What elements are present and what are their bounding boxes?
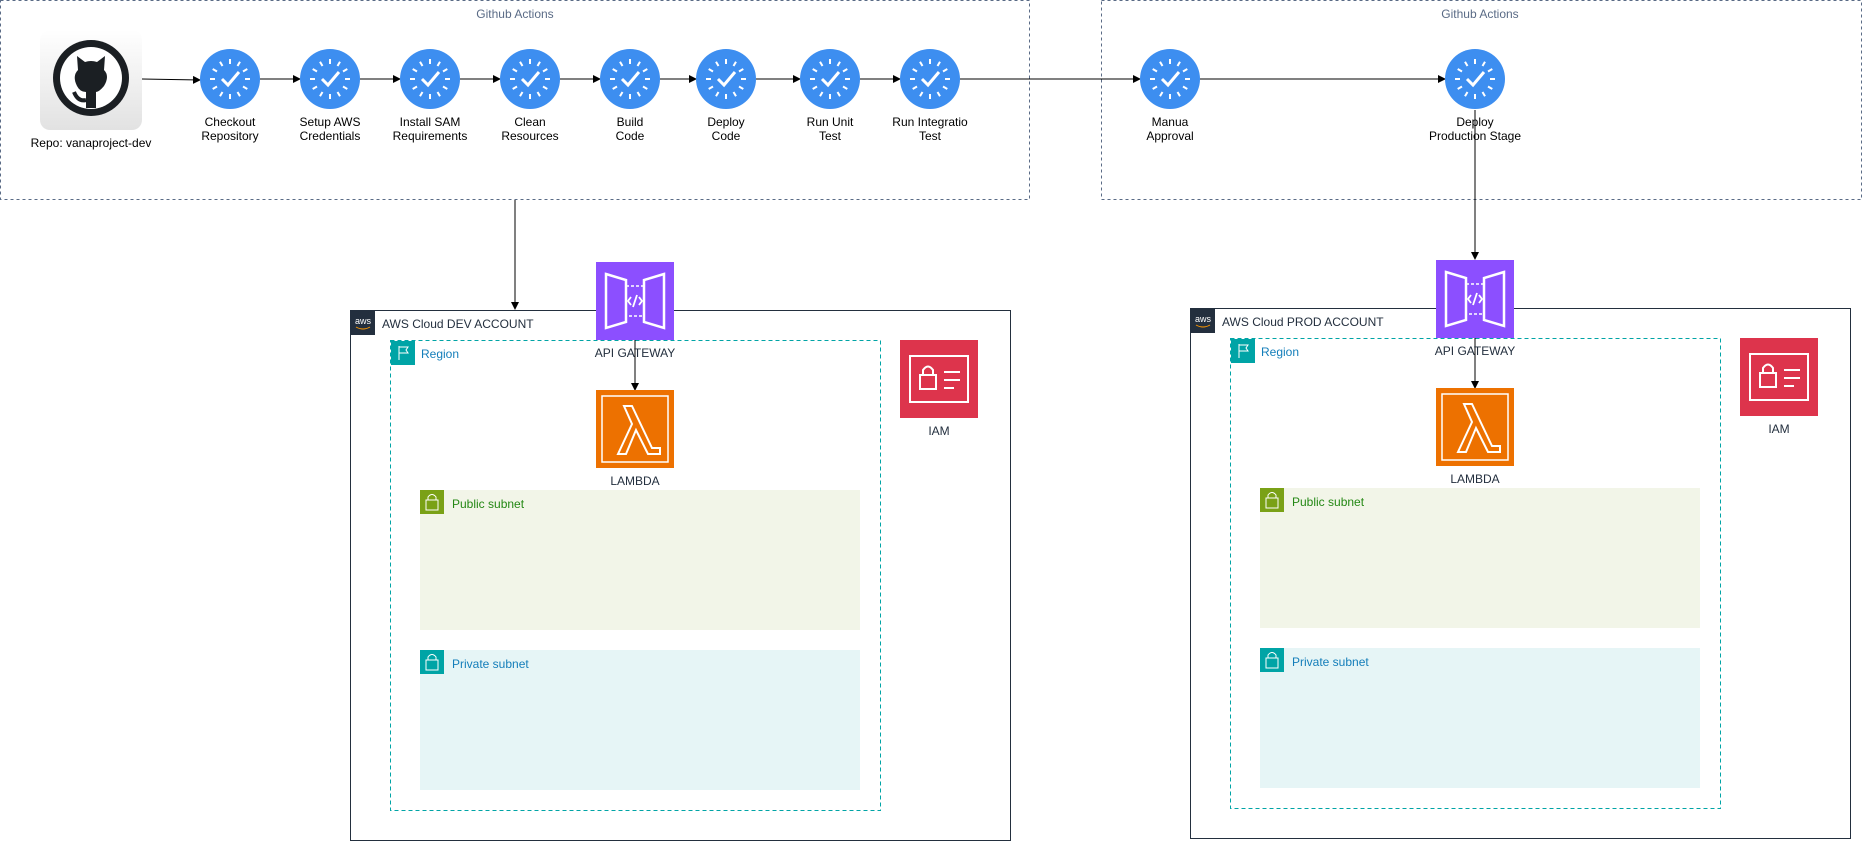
svg-text:aws: aws	[355, 316, 372, 326]
aws-cloud-prod-box	[1190, 308, 1851, 839]
lambda-icon	[1436, 388, 1514, 466]
api-gateway-icon	[596, 262, 674, 340]
pipeline-step-icon	[1140, 49, 1200, 109]
api-gateway-dev-label: API GATEWAY	[594, 346, 676, 360]
github-actions-title-dev: Github Actions	[476, 7, 554, 21]
lambda-dev-label: LAMBDA	[610, 474, 660, 488]
pipeline-step-icon	[1445, 49, 1505, 109]
private-subnet-dev-box	[420, 650, 860, 790]
pipeline-step-icon	[600, 49, 660, 109]
public-subnet-prod-label: Public subnet	[1292, 495, 1365, 509]
pipeline-step-icon	[800, 49, 860, 109]
arrow-repo-checkout	[141, 75, 201, 84]
pipeline-step-label: Install SAM Requirements	[392, 115, 468, 143]
public-subnet-dev-label: Public subnet	[452, 497, 525, 511]
private-subnet-dev-label: Private subnet	[452, 657, 529, 671]
iam-icon	[1740, 338, 1818, 416]
aws-cloud-prod-title: AWS Cloud PROD ACCOUNT	[1222, 315, 1384, 329]
region-flag-icon	[391, 341, 415, 365]
lock-icon	[420, 650, 444, 674]
github-actions-title-prod: Github Actions	[1441, 7, 1519, 21]
public-subnet-prod-box	[1260, 488, 1700, 628]
pipeline-step-icon	[900, 49, 960, 109]
pipeline-step-icon	[500, 49, 560, 109]
pipeline-step-label: Clean Resources	[501, 115, 559, 143]
region-dev-label: Region	[421, 347, 460, 361]
pipeline-step-label: Deploy Production Stage	[1428, 115, 1522, 143]
svg-text:aws: aws	[1195, 314, 1212, 324]
pipeline-step-label: Run Integratio Test	[892, 115, 968, 143]
lambda-icon	[596, 390, 674, 468]
pipeline-step-label: Run Unit Test	[806, 115, 854, 143]
pipeline-step-label: Checkout Repository	[201, 115, 259, 143]
pipeline-step-label: Build Code	[615, 115, 645, 143]
public-subnet-dev-box	[420, 490, 860, 630]
lock-icon	[420, 490, 444, 514]
github-actions-group-dev	[0, 0, 1030, 200]
iam-dev-label: IAM	[928, 424, 950, 438]
region-dev-box	[390, 340, 881, 811]
private-subnet-prod-box	[1260, 648, 1700, 788]
private-subnet-prod-label: Private subnet	[1292, 655, 1369, 669]
lock-icon	[1260, 648, 1284, 672]
pipeline-step-icon	[696, 49, 756, 109]
github-icon	[40, 30, 142, 130]
region-prod-label: Region	[1261, 345, 1300, 359]
lock-icon	[1260, 488, 1284, 512]
pipeline-step-icon	[400, 49, 460, 109]
api-gateway-prod-label: API GATEWAY	[1434, 344, 1516, 358]
pipeline-step-icon	[300, 49, 360, 109]
iam-icon	[900, 340, 978, 418]
pipeline-step-label: Setup AWS Credentials	[299, 115, 361, 143]
region-prod-box	[1230, 338, 1721, 809]
region-flag-icon	[1231, 339, 1255, 363]
iam-prod-label: IAM	[1768, 422, 1790, 436]
repo-label: Repo: vanaproject-dev	[30, 136, 152, 150]
pipeline-step-label: Deploy Code	[707, 115, 745, 143]
pipeline-step-label: Manua Approval	[1146, 115, 1194, 143]
aws-logo-icon: aws	[351, 311, 375, 335]
aws-logo-icon: aws	[1191, 309, 1215, 333]
lambda-prod-label: LAMBDA	[1450, 472, 1500, 486]
aws-cloud-dev-title: AWS Cloud DEV ACCOUNT	[382, 317, 534, 331]
aws-cloud-dev-box	[350, 310, 1011, 841]
pipeline-step-icon	[200, 49, 260, 109]
api-gateway-icon	[1436, 260, 1514, 338]
